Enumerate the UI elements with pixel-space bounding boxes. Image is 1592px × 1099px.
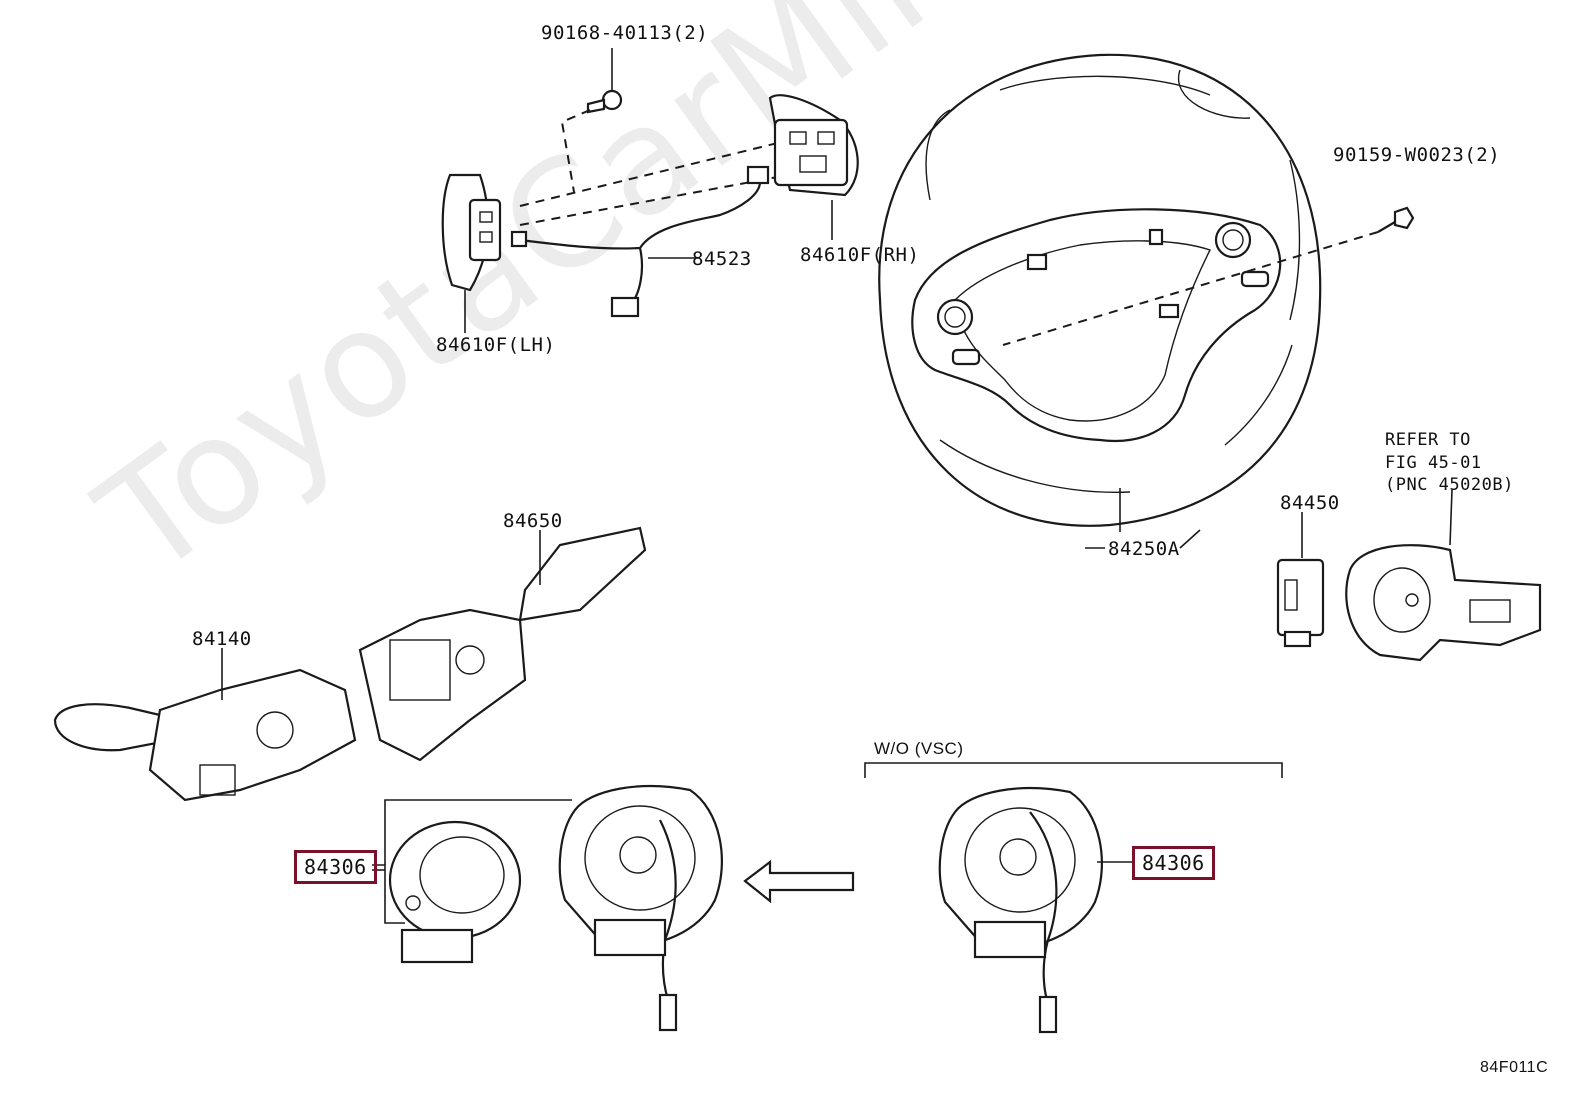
paddle-switch-rh[interactable] [768,94,859,197]
spiral-cable-assembly-no-vsc[interactable] [938,786,1103,1034]
steering-wheel[interactable] [878,53,1322,527]
spiral-sensor-ring[interactable] [388,820,522,964]
wire-harness[interactable] [510,165,770,318]
variant-label: W/O (VSC) [874,739,964,758]
callout-lever-turn[interactable]: 84140 [192,628,252,650]
callout-wheel[interactable]: 84250A [1108,538,1180,560]
callout-harness[interactable]: 84523 [692,248,752,270]
refer-line-3: (PNC 45020B) [1385,475,1514,495]
arrow-left-icon [743,859,855,904]
ignition-lock-assembly[interactable] [1345,544,1542,662]
callout-bolt-right[interactable]: 90159-W0023(2) [1333,144,1501,166]
callout-spiral-left[interactable]: 84306 [294,850,377,884]
steering-sensor[interactable] [1276,558,1325,648]
wiper-lever-switch[interactable] [358,526,647,762]
figure-code: 84F011C [1480,1059,1549,1076]
bolt-upper-icon[interactable] [586,89,623,114]
spiral-cable-assembly-main[interactable] [558,784,723,1032]
callout-switch-rh[interactable]: 84610F(RH) [800,244,920,266]
callout-bolt-upper[interactable]: 90168-40113(2) [541,22,709,44]
bolt-right-icon[interactable] [1377,206,1415,233]
callout-spiral-right[interactable]: 84306 [1132,846,1215,880]
refer-line-1: REFER TO [1385,430,1471,450]
turn-signal-lever-switch[interactable] [53,668,357,802]
callout-lever-wiper[interactable]: 84650 [503,510,563,532]
paddle-switch-lh[interactable] [441,173,502,292]
callout-sensor[interactable]: 84450 [1280,492,1340,514]
callout-switch-lh[interactable]: 84610F(LH) [436,334,556,356]
refer-line-2: FIG 45-01 [1385,453,1482,473]
